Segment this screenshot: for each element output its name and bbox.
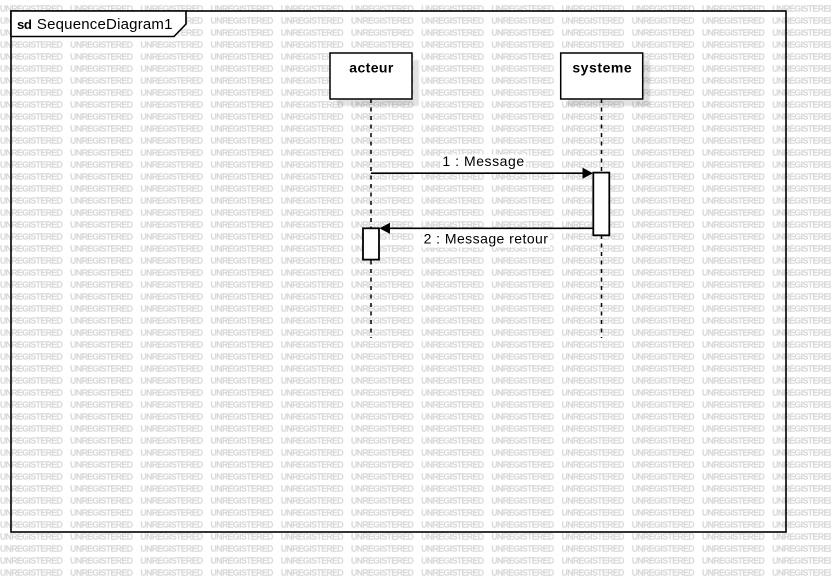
svg-text:systeme: systeme	[572, 60, 632, 76]
svg-text:2 : Message retour: 2 : Message retour	[424, 230, 549, 246]
svg-text:acteur: acteur	[349, 60, 394, 76]
svg-text:1 : Message: 1 : Message	[442, 153, 524, 169]
